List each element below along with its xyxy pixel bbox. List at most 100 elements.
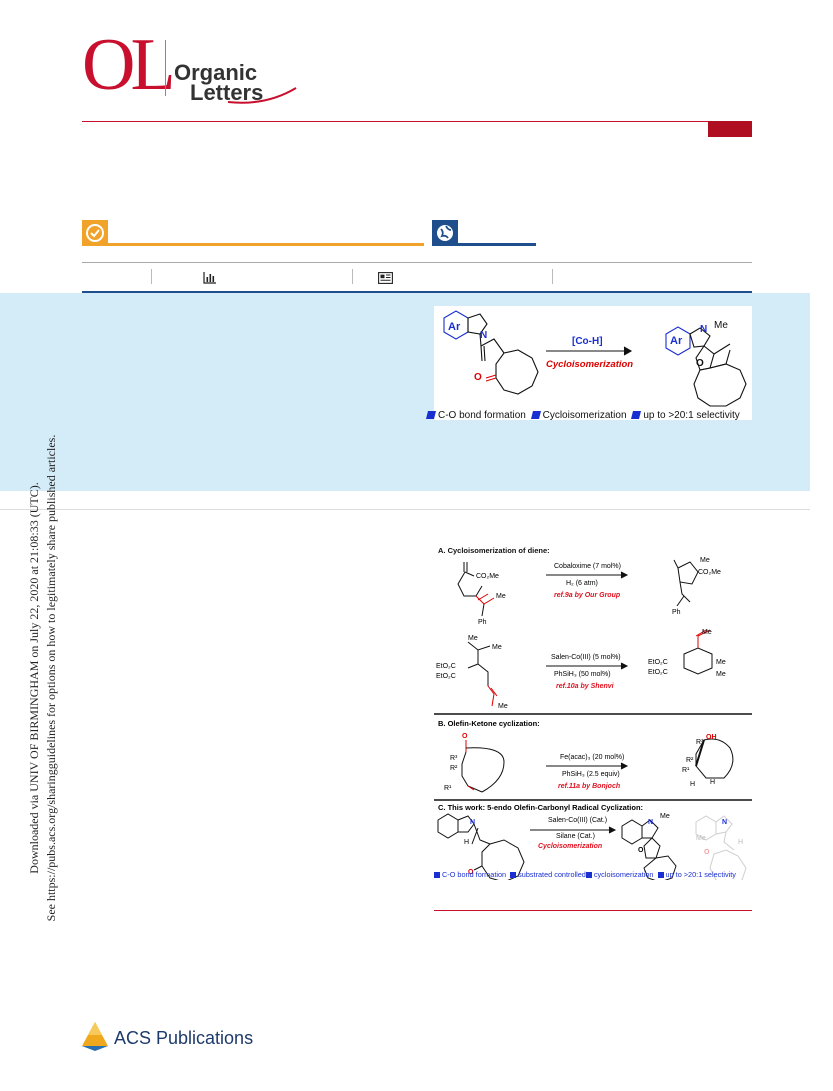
b-r1: R¹ <box>444 785 452 792</box>
legend-square-icon <box>585 872 592 878</box>
download-notice-line2: See https://pubs.acs.org/sharingguidelin… <box>44 434 58 922</box>
logo-swoosh-icon <box>227 87 297 104</box>
section-b-title: B. Olefin-Ketone cyclization: <box>438 719 540 728</box>
b-product-oh: OH <box>706 734 717 741</box>
c-legend-2: substrated controlled <box>518 870 586 879</box>
toc-legend-1: C-O bond formation <box>438 410 526 421</box>
a2-product-me1: Me <box>716 659 726 666</box>
metrics-separator <box>151 269 152 284</box>
legend-square-icon <box>426 411 436 419</box>
b-reference: ref.11a by Bonjoch <box>558 783 620 790</box>
legend-square-icon <box>631 411 642 419</box>
a1-substrate-ester: CO₂Me <box>476 573 499 580</box>
toc-n-right: N <box>700 324 707 335</box>
a2-product-me2: Me <box>716 671 726 678</box>
acs-logo-icon <box>82 1022 108 1051</box>
a2-substrate-me-right: Me <box>492 644 502 651</box>
a1-product-ester: CO₂Me <box>698 569 721 576</box>
metrics-bottom-rule <box>82 291 752 293</box>
b-r3: R³ <box>450 755 458 762</box>
scheme-figure: A. Cycloisomerization of diene: CO₂Me Me… <box>434 540 752 885</box>
metrics-top-rule <box>82 262 752 263</box>
a1-product-ph: Ph <box>672 609 681 616</box>
a2-substrate-me-bottom: Me <box>498 703 508 710</box>
b-product-r3: R³ <box>696 739 704 746</box>
c-legend-3: cycloisomerization <box>593 870 654 879</box>
toc-legend-3: up to >20:1 selectivity <box>643 410 740 421</box>
footnote-rule <box>434 910 752 911</box>
open-access-badge[interactable] <box>432 220 458 246</box>
toc-legend: C-O bond formation Cycloisomerization up… <box>424 410 740 421</box>
toc-n-left: N <box>480 330 487 341</box>
c-process: Cycloisomerization <box>538 843 602 850</box>
c-product-o: O <box>638 847 644 854</box>
c-ghost-n: N <box>722 819 727 826</box>
check-icon <box>86 224 104 242</box>
c-product-n: N <box>648 819 653 826</box>
toc-ar-left: Ar <box>448 321 461 333</box>
a1-reference: ref.9a by Our Group <box>554 592 621 599</box>
b-conditions: PhSiH₃ (2.5 equiv) <box>562 771 620 778</box>
b-o-label: O <box>462 733 468 740</box>
a2-product-ester2: EtO₂C <box>648 669 668 676</box>
a1-catalyst: Cobaloxime (7 mol%) <box>554 563 621 570</box>
b-product-r2: R² <box>686 757 694 764</box>
metrics-chart-icon[interactable] <box>203 271 217 284</box>
b-catalyst: Fe(acac)₃ (20 mol%) <box>560 754 624 761</box>
a2-substrate-ester2: EtO₂C <box>436 673 456 680</box>
toc-scheme-drawing: Ar N O [Co-H] Cycloisomerization Ar N Me… <box>443 310 747 407</box>
b-product-r1: R¹ <box>682 767 690 774</box>
publisher-name: ACS Publications <box>114 1028 254 1048</box>
journal-name-line1: Organic <box>174 60 258 85</box>
toc-process: Cycloisomerization <box>546 359 633 370</box>
legend-square-icon <box>530 411 541 419</box>
a2-substrate-ester1: EtO₂C <box>436 663 456 670</box>
c-ghost-o: O <box>704 849 710 856</box>
legend-square-icon <box>510 872 517 878</box>
c-o-label: O <box>468 869 474 876</box>
b-product-h2: H <box>710 779 715 786</box>
toc-reagent: [Co-H] <box>572 336 603 347</box>
legend-square-icon <box>657 872 664 878</box>
c-n-label: N <box>470 819 475 826</box>
logo-divider <box>165 40 166 96</box>
legend-square-icon <box>434 872 440 878</box>
a2-reference: ref.10a by Shenvi <box>556 683 615 690</box>
c-catalyst: Salen-Co(III) (Cat.) <box>548 817 607 824</box>
toc-graphic: Ar N O [Co-H] Cycloisomerization Ar N Me… <box>434 306 752 420</box>
article-recommendations-icon[interactable] <box>378 272 393 284</box>
a2-substrate-me-top: Me <box>468 635 478 642</box>
header-rule <box>82 121 752 122</box>
c-ghost-h: H <box>738 839 743 846</box>
c-legend-4: up to >20:1 selectivity <box>665 870 736 879</box>
b-product-h1: H <box>690 781 695 788</box>
toc-me-right: Me <box>714 320 728 331</box>
a2-product-me-top: Me <box>702 629 712 636</box>
toc-o-right: O <box>696 358 704 369</box>
globe-icon <box>437 225 453 241</box>
toc-ar-right: Ar <box>670 335 683 347</box>
a2-conditions: PhSiH₃ (50 mol%) <box>554 671 611 678</box>
c-product-me: Me <box>660 813 670 820</box>
section-c-title: C. This work: 5-endo Olefin-Carbonyl Rad… <box>438 803 643 812</box>
toc-o-left: O <box>474 372 482 383</box>
journal-logo-mark: OL <box>82 24 176 106</box>
c-h-label: H <box>464 839 469 846</box>
section-a-title: A. Cycloisomerization of diene: <box>438 546 550 555</box>
a1-product-me: Me <box>700 557 710 564</box>
a2-catalyst: Salen-Co(III) (5 mol%) <box>551 654 621 661</box>
download-notice-line1: Downloaded via UNIV OF BIRMINGHAM on Jul… <box>27 482 41 874</box>
c-conditions: Silane (Cat.) <box>556 833 595 840</box>
a1-substrate-ph: Ph <box>478 619 487 626</box>
a1-conditions: H₂ (6 atm) <box>566 580 598 587</box>
c-legend-1: C-O bond formation <box>442 870 507 879</box>
cite-badge[interactable] <box>82 220 108 246</box>
toc-legend-2: Cycloisomerization <box>542 410 627 421</box>
journal-name-line2: Letters <box>190 80 264 105</box>
download-notice: Downloaded via UNIV OF BIRMINGHAM on Jul… <box>26 298 62 1058</box>
a2-product-ester1: EtO₂C <box>648 659 668 666</box>
b-r2: R² <box>450 765 458 772</box>
c-ghost-me: Me <box>696 835 706 842</box>
article-type-tab <box>708 121 752 137</box>
cite-bar <box>108 243 424 246</box>
